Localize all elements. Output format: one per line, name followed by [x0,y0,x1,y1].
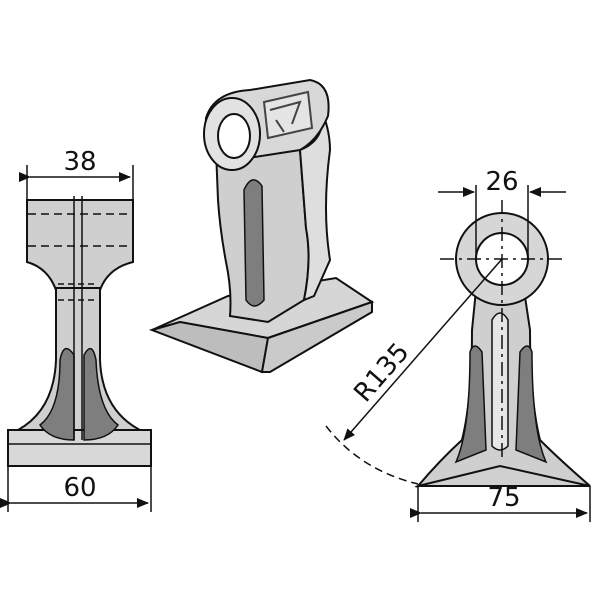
front-view-shadow-left [38,347,75,441]
side-view-shadow-right [515,345,548,464]
radius-leader [343,258,503,441]
dimension-base-width: 60 [63,473,96,503]
side-view: 26 75 R135 [325,167,591,522]
dimension-foot-width: 75 [487,483,520,513]
dimension-hole-diameter: 26 [485,167,518,197]
iso-hub-hole [217,113,251,159]
radius-arc [325,425,419,485]
dimension-top-width: 38 [63,147,96,177]
side-view-shadow-left [454,345,487,464]
front-view-shadow-right [83,347,120,441]
iso-blade-side [260,300,373,373]
isometric-view [148,78,375,374]
front-view: 38 60 [0,147,152,512]
front-view-base [7,429,152,467]
manufacturer-stamp-icon [262,90,314,140]
iso-stem-slot [243,179,265,307]
side-view-slot [491,312,509,451]
